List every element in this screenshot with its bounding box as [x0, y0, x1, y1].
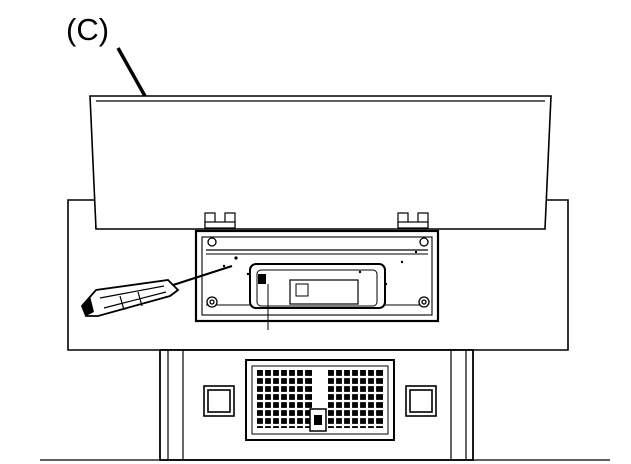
top-panel: [89, 95, 552, 230]
side-port-left: [203, 385, 235, 417]
side-port-right: [405, 385, 437, 417]
hinge-right: [397, 212, 429, 229]
vent-grille-icon: [245, 359, 395, 441]
screw-icon: [234, 256, 238, 260]
callout-label: (C): [66, 12, 109, 47]
screwdriver-icon: [80, 264, 233, 317]
hinge-left: [204, 212, 236, 229]
panel-screw-dots: [222, 250, 418, 286]
corner-bolts: [206, 237, 430, 308]
inner-module: [249, 263, 386, 330]
